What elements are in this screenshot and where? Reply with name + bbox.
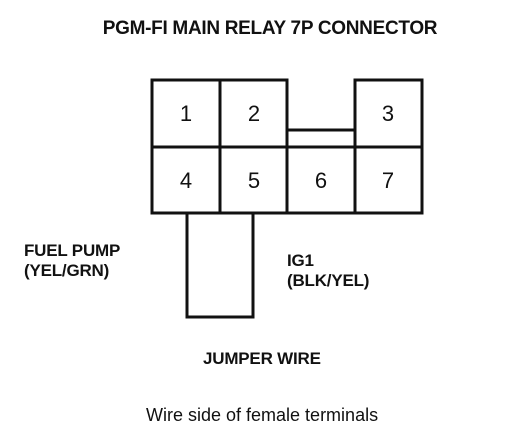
jumper-wire-label: JUMPER WIRE (203, 349, 321, 368)
connector-outline (150, 78, 424, 215)
terminal-6: 6 (315, 168, 327, 193)
terminal-1: 1 (180, 101, 192, 126)
terminal-2: 2 (248, 101, 260, 126)
fuel-pump-name: FUEL PUMP (24, 241, 121, 260)
jumper-wire-loop (185, 213, 255, 319)
diagram-title: PGM-FI MAIN RELAY 7P CONNECTOR (102, 18, 438, 39)
terminal-5: 5 (248, 168, 260, 193)
terminal-3: 3 (382, 101, 394, 126)
ig1-wire-color: (BLK/YEL) (287, 271, 370, 290)
fuel-pump-label: FUEL PUMP (YEL/GRN) (24, 241, 120, 281)
ig1-name: IG1 (287, 251, 314, 270)
ig1-label: IG1 (BLK/YEL) (287, 251, 369, 291)
caption: Wire side of female terminals (146, 405, 379, 425)
fuel-pump-wire-color: (YEL/GRN) (24, 261, 110, 280)
terminal-4: 4 (180, 168, 192, 193)
terminal-7: 7 (382, 168, 394, 193)
